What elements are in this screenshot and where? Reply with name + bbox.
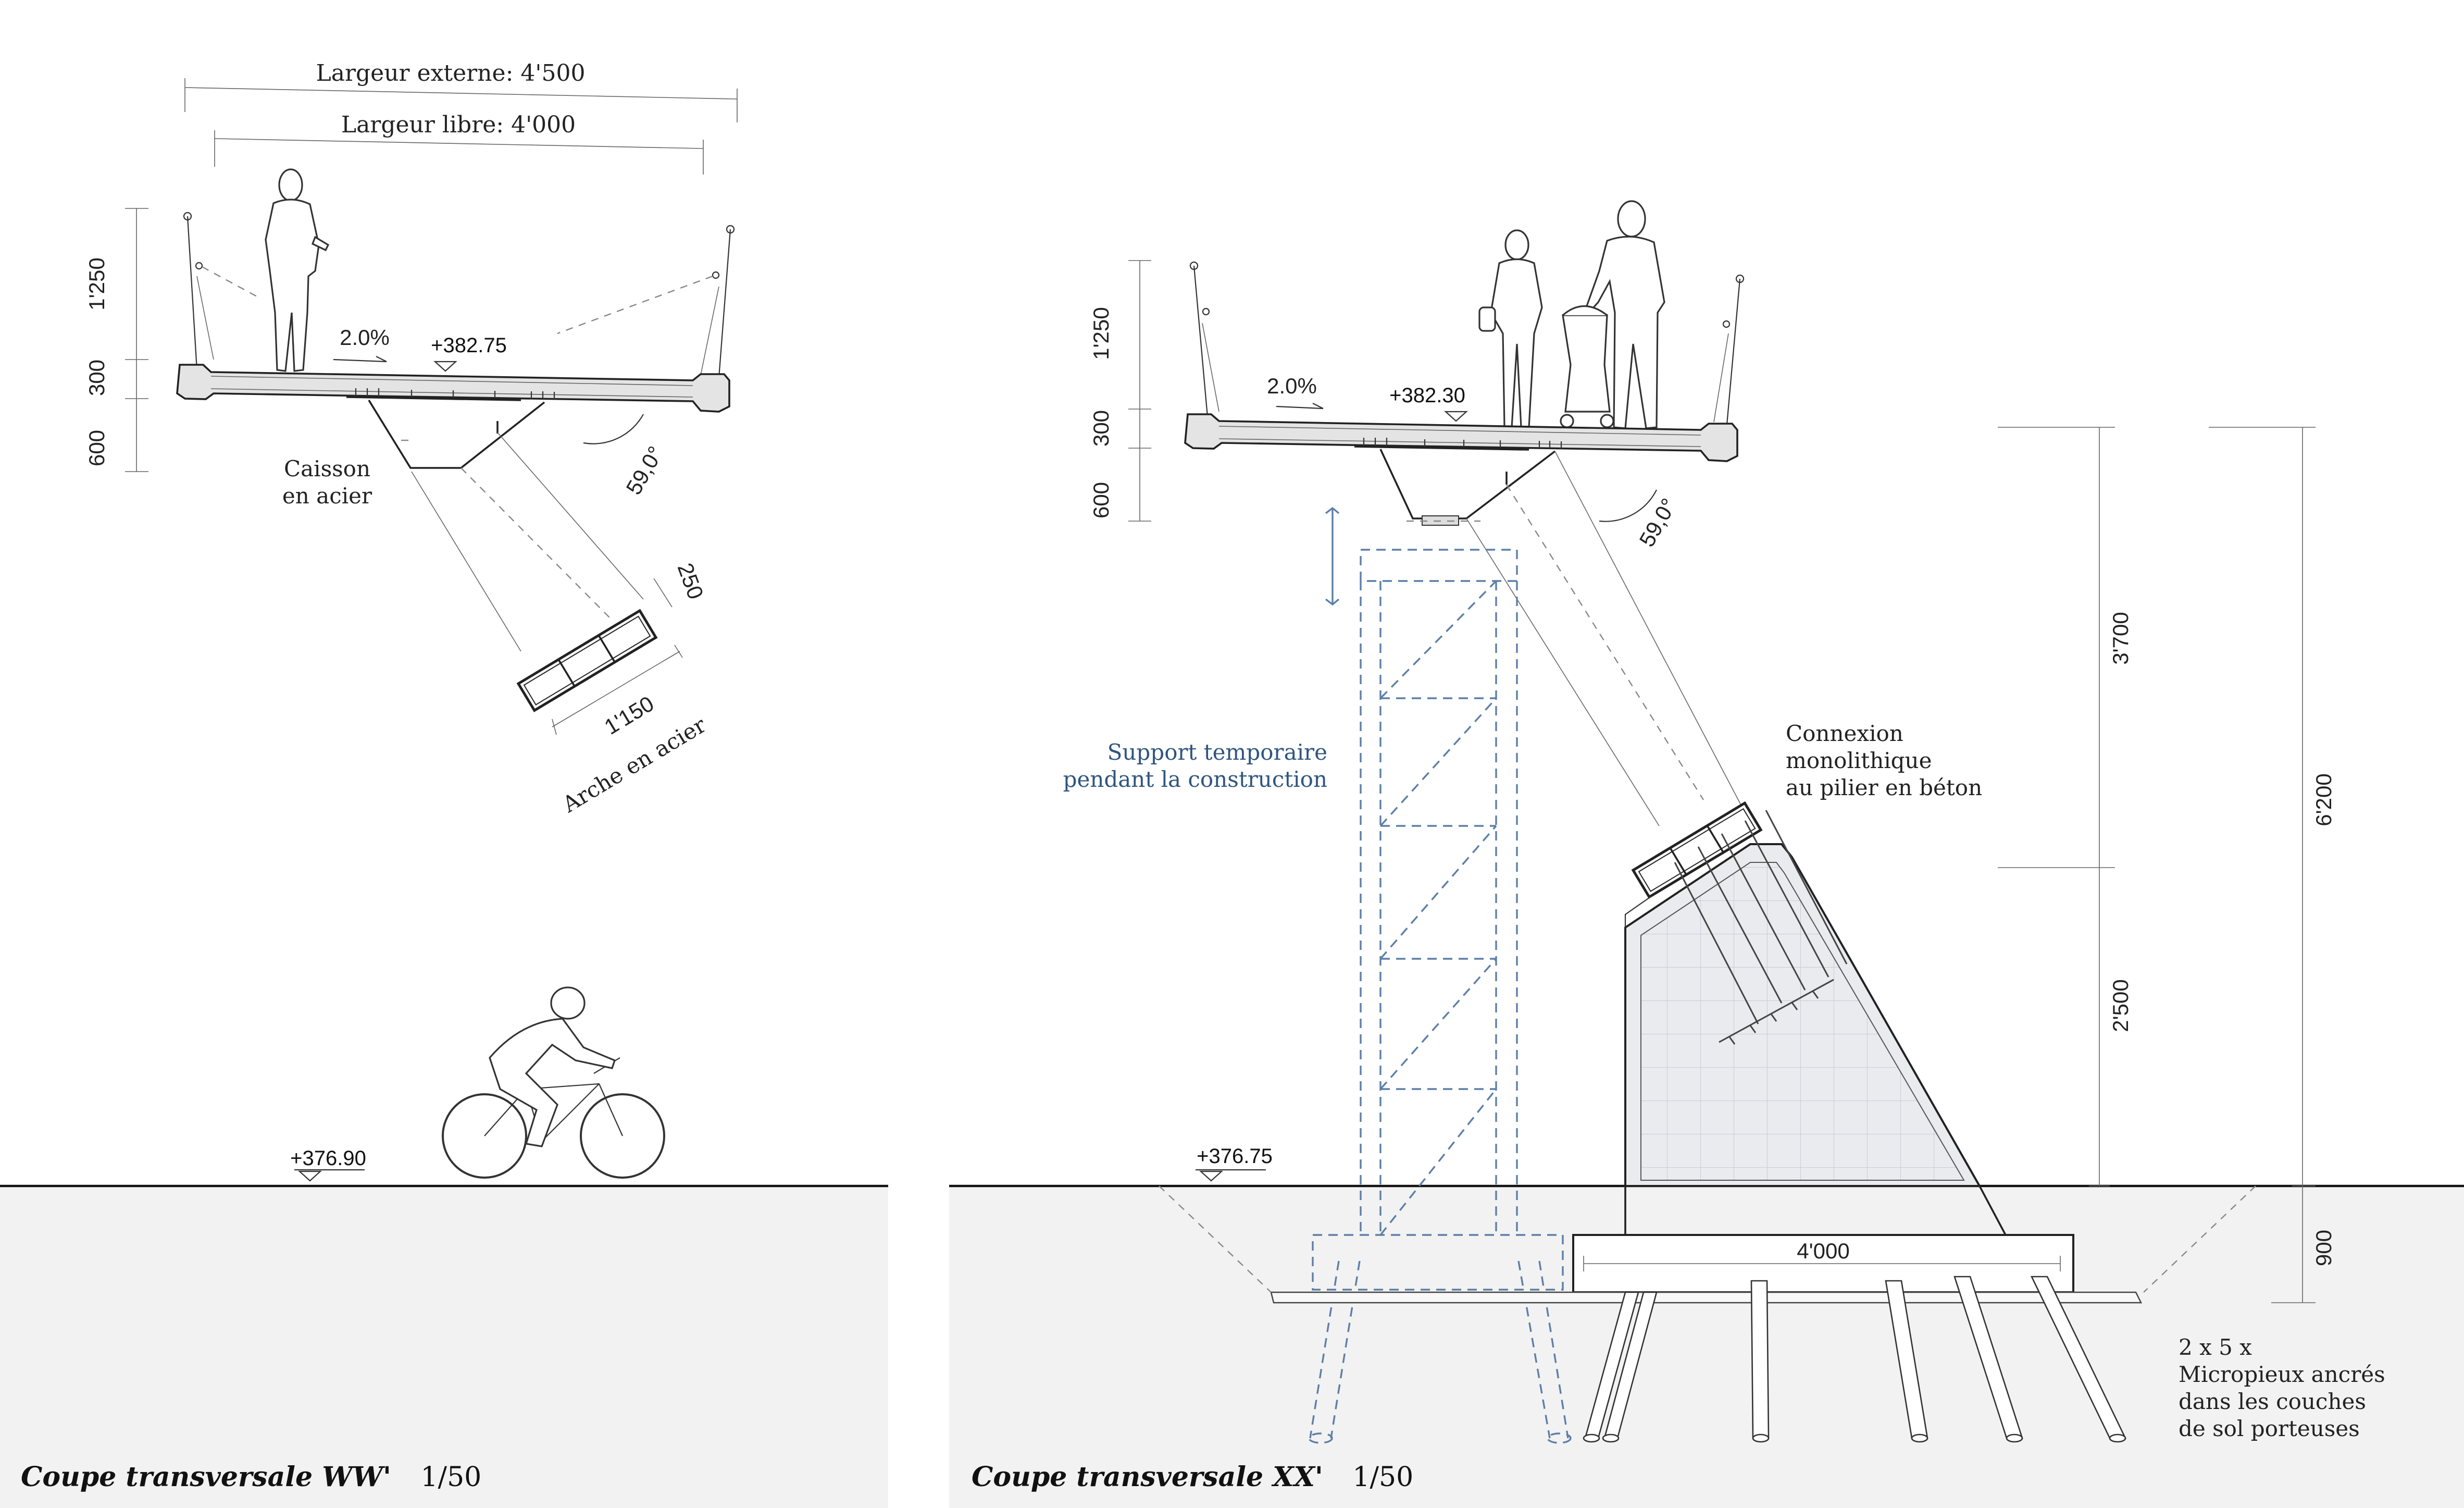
dim-deck-left: 300 xyxy=(84,360,109,396)
deck-elevation-left: +382.75 xyxy=(431,334,507,372)
deck-slab-right xyxy=(1184,413,1738,462)
micropiles xyxy=(1583,1276,2127,1443)
railing-left xyxy=(183,212,258,370)
pile-cap: 4'000 xyxy=(1159,1185,2256,1304)
dim-lower-label: 2'500 xyxy=(2108,979,2133,1032)
steel-box-girder xyxy=(368,400,545,469)
support-label-line1: Support temporaire xyxy=(1107,739,1327,765)
connexion-label-line1: Connexion xyxy=(1786,721,1903,746)
arch-width-label: 1'150 xyxy=(600,691,658,739)
section-xx: 1'250 300 600 xyxy=(972,200,2385,1493)
caption-title-right: Coupe transversale XX' xyxy=(972,1461,1323,1493)
connexion-label-line2: monolithique xyxy=(1786,748,1932,773)
width-clear-dimension: Largeur libre: 4'000 xyxy=(214,112,704,175)
deck-elevation-right-label: +382.30 xyxy=(1389,384,1465,407)
dim-box-left: 600 xyxy=(84,430,109,466)
deck-ribs-right xyxy=(1363,438,1562,449)
arch-label: Arche en acier xyxy=(558,712,711,818)
temporary-support xyxy=(1308,506,1572,1444)
deck-elevation-left-label: +382.75 xyxy=(431,334,507,357)
caption-scale-right: 1/50 xyxy=(1352,1462,1413,1493)
support-label-line2: pendant la construction xyxy=(1063,767,1327,792)
width-clear-label: Largeur libre: 4'000 xyxy=(341,112,576,138)
steel-arch-left xyxy=(411,432,658,712)
railing-right-section-left xyxy=(1189,261,1219,417)
slope-indicator-left: 2.0% xyxy=(333,325,390,363)
dim-railing-right: 1'250 xyxy=(1089,307,1113,360)
caisson-label-line1: Caisson xyxy=(284,456,370,481)
ground-fill-left xyxy=(0,1186,888,1508)
dim-deck-right: 300 xyxy=(1089,410,1113,447)
vertical-dimensions-right: 1'250 300 600 xyxy=(1089,260,1151,522)
deck-ribs-left xyxy=(355,388,555,399)
arch-depth-label: 250 xyxy=(673,560,708,602)
steel-arch-right xyxy=(1466,451,1763,899)
piles-label-line2: Micropieux ancrés xyxy=(2179,1362,2385,1387)
ground-elevation-left: +376.90 xyxy=(290,1147,366,1182)
slope-label-left: 2.0% xyxy=(340,325,390,350)
railing-right xyxy=(557,225,735,378)
pedestrian-woman-silhouette xyxy=(1478,229,1543,428)
svg-text:Coupe transversale WW' 1: Coupe transversale WW' 1/50 xyxy=(21,1461,481,1493)
deck-slab-left xyxy=(176,364,730,413)
pedestrian-silhouette xyxy=(265,168,330,372)
piles-label-line1: 2 x 5 x xyxy=(2179,1334,2252,1360)
dim-footing-label: 4'000 xyxy=(1797,1239,1849,1263)
angle-indicator-right: 59,0° xyxy=(1599,489,1681,551)
height-dimensions-right: 3'700 2'500 6'200 900 xyxy=(1998,427,2336,1303)
stroller-silhouette xyxy=(1560,305,1614,428)
railing-right-section-right xyxy=(1713,274,1745,425)
width-external-dimension: Largeur externe: 4'500 xyxy=(184,60,738,122)
steel-box-girder-right xyxy=(1379,449,1556,526)
dim-upper-label: 3'700 xyxy=(2108,612,2133,664)
caisson-label-line2: en acier xyxy=(282,483,372,509)
svg-text:Coupe transversale XX' 1: Coupe transversale XX' 1/50 xyxy=(972,1461,1413,1493)
dim-foundation-label: 900 xyxy=(2311,1230,2336,1266)
cyclist-silhouette xyxy=(442,986,665,1179)
angle-label-right: 59,0° xyxy=(1634,494,1681,551)
vertical-dimensions-left: 1'250 300 600 xyxy=(84,208,148,472)
width-external-label: Largeur externe: 4'500 xyxy=(316,60,586,86)
ground-elevation-right-label: +376.75 xyxy=(1197,1145,1273,1168)
dim-railing-left: 1'250 xyxy=(84,257,109,310)
dim-total-label: 6'200 xyxy=(2311,773,2336,826)
ground-elevation-left-label: +376.90 xyxy=(290,1147,366,1170)
piles-label-line4: de sol porteuses xyxy=(2179,1416,2360,1441)
angle-indicator-left: 59,0° xyxy=(583,414,668,499)
slope-label-right: 2.0% xyxy=(1267,374,1317,398)
arch-depth-dimension: 250 xyxy=(653,560,708,608)
caption-title-left: Coupe transversale WW' xyxy=(21,1461,391,1493)
slope-indicator-right: 2.0% xyxy=(1267,374,1324,410)
concrete-pier xyxy=(1624,810,2007,1236)
angle-label-left: 59,0° xyxy=(621,442,668,499)
pedestrian-man-silhouette xyxy=(1585,200,1665,429)
connexion-label-line3: au pilier en béton xyxy=(1786,775,1982,800)
dim-box-right: 600 xyxy=(1089,482,1113,518)
ground-elevation-right: +376.75 xyxy=(1196,1145,1273,1182)
deck-elevation-right: +382.30 xyxy=(1389,384,1468,422)
piles-label-line3: dans les couches xyxy=(2179,1389,2366,1414)
caption-scale-left: 1/50 xyxy=(420,1462,481,1493)
